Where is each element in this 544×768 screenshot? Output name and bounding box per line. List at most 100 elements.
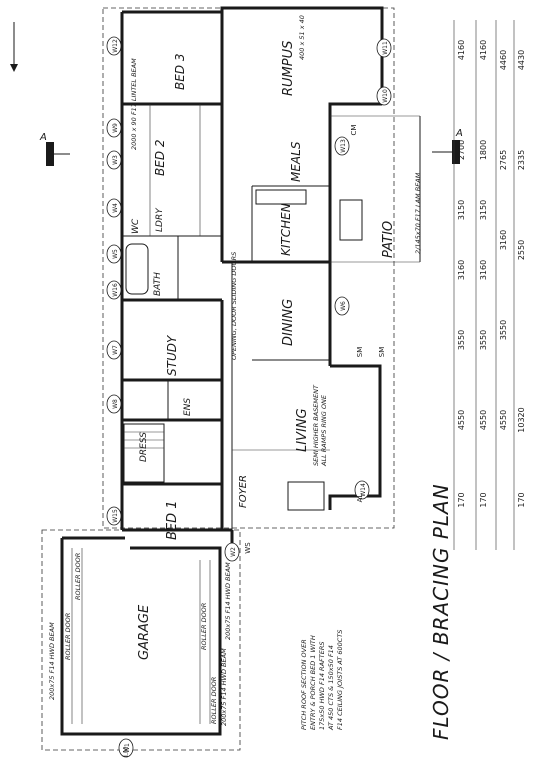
window-tag-label: W9 xyxy=(112,123,119,133)
room-study: STUDY xyxy=(165,334,179,376)
small-mark: CM xyxy=(350,125,358,136)
dimension-label: 10320 xyxy=(517,407,526,432)
window-tag: W7 xyxy=(106,340,122,360)
dimension-label: 4460 xyxy=(499,50,508,70)
window-tag: W8 xyxy=(106,394,122,414)
page-title: FLOOR / BRACING PLAN xyxy=(429,483,453,740)
window-tag-label: W14 xyxy=(360,483,367,497)
room-bed1: BED 1 xyxy=(165,500,180,540)
room-bed3: BED 3 xyxy=(173,53,187,90)
external-walls xyxy=(120,6,384,548)
note-pitch-3: 175x50 HWD F14 RAFTERS xyxy=(318,642,326,730)
kitchen-sink-icon xyxy=(339,199,363,241)
window-tag-label: W4 xyxy=(112,203,119,213)
dimension-label: 3550 xyxy=(499,320,508,340)
window-tag: W6 xyxy=(334,296,350,316)
note-roller-door-2: ROLLER DOOR xyxy=(200,603,208,650)
note-living-2: ALL RAMPS RING ONE xyxy=(320,394,328,467)
section-label-right: A xyxy=(455,128,463,139)
dimension-label: 4550 xyxy=(499,410,508,430)
dimension-label: 3150 xyxy=(457,200,466,220)
window-tag-label: W10 xyxy=(382,89,389,103)
window-tag-label: W13 xyxy=(340,139,347,153)
dimension-labels: 4160270031503160355045501704160180031503… xyxy=(457,40,526,508)
dimension-label: 4160 xyxy=(479,40,488,60)
note-beam-3: 200x75 F14 HWD BEAM xyxy=(224,562,232,640)
small-mark: SM xyxy=(378,347,386,357)
room-foyer: FOYER xyxy=(238,475,249,508)
note-beam-1: 200x75 F14 HWD BEAM xyxy=(48,622,56,700)
window-tag-label: W6 xyxy=(340,301,347,311)
room-bed2: BED 2 xyxy=(153,139,167,176)
window-tag: W15 xyxy=(106,506,122,526)
window-tag-label: W7 xyxy=(112,345,119,355)
window-tag: W1 xyxy=(118,738,134,758)
window-tag: W5 xyxy=(106,244,122,264)
north-arrow-icon xyxy=(10,22,18,72)
small-mark: AL xyxy=(356,494,364,503)
window-tag-label: W3 xyxy=(112,155,119,165)
small-mark: SM xyxy=(356,347,364,357)
room-dress: DRESS xyxy=(139,432,149,462)
dimension-label: 170 xyxy=(517,492,526,507)
dimension-label: 4550 xyxy=(479,410,488,430)
room-dining: DINING xyxy=(281,299,296,346)
note-pitch-4: AT 450 CTS & 150x50 F14 xyxy=(327,645,335,731)
dimension-label: 4550 xyxy=(457,410,466,430)
window-tag: W9 xyxy=(106,118,122,138)
dimension-label: 3550 xyxy=(479,330,488,350)
window-tag-label: W8 xyxy=(112,399,119,409)
window-tag: W10 xyxy=(376,86,392,106)
dimension-label: 2550 xyxy=(517,240,526,260)
dimension-label: 3550 xyxy=(457,330,466,350)
interior-walls xyxy=(122,12,330,530)
window-tag-label: W5 xyxy=(112,249,119,259)
dimension-label: 2335 xyxy=(517,150,526,170)
window-tag: W4 xyxy=(106,198,122,218)
note-openings: OPENING, DOOR SLIDING DOORS xyxy=(230,252,238,360)
note-pitch-5: F14 CEILING JOISTS AT 600CTS xyxy=(336,630,344,730)
note-pitch-2: ENTRY & PORCH BED 1 WITH xyxy=(309,635,317,730)
window-tag-label: W1 xyxy=(124,743,131,753)
window-tag-label: W2 xyxy=(230,547,237,557)
room-living: LIVING xyxy=(295,408,310,452)
room-labels: GARAGE BED 1 DRESS ENS STUDY BATH WC LDR… xyxy=(131,41,396,660)
section-marker-left: A xyxy=(39,132,70,166)
note-beam-2: 200x75 F14 HWD BEAM xyxy=(220,648,228,726)
room-wc: WC xyxy=(131,218,141,234)
dimension-label: 2700 xyxy=(457,140,466,160)
section-marker-right: A xyxy=(432,128,463,164)
room-bath: BATH xyxy=(153,272,163,296)
dimension-label: 3160 xyxy=(457,260,466,280)
porch-box xyxy=(287,481,325,511)
dimension-label: 3150 xyxy=(479,200,488,220)
room-garage: GARAGE xyxy=(137,604,152,660)
dimension-label: 2765 xyxy=(499,150,508,170)
room-ens: ENS xyxy=(183,398,193,416)
window-tag-label: W15 xyxy=(112,509,119,523)
window-tag-label: W16 xyxy=(112,283,119,297)
dimension-label: 4430 xyxy=(517,50,526,70)
note-bed2: 2000 x 90 F17 LINTEL BEAM xyxy=(130,58,138,150)
dimension-label: 4160 xyxy=(457,40,466,60)
window-tag-label: W11 xyxy=(382,41,389,55)
dimension-label: 3160 xyxy=(499,230,508,250)
garage-walls xyxy=(60,536,222,736)
window-tag: W12 xyxy=(106,36,122,56)
note-roller-door-3: ROLLER DOOR xyxy=(210,677,218,724)
small-mark: WS xyxy=(244,542,252,554)
construction-notes: 200x75 F14 HWD BEAM ROLLER DOOR ROLLER D… xyxy=(48,15,422,731)
note-rumpus: 400 x 51 x 40 xyxy=(298,15,306,60)
window-tag: W14 xyxy=(354,480,370,500)
window-tag-label: W12 xyxy=(112,39,119,53)
window-tag: W11 xyxy=(376,38,392,58)
dimension-label: 170 xyxy=(457,492,466,507)
room-kitchen: KITCHEN xyxy=(279,203,293,256)
section-label-left: A xyxy=(39,132,47,143)
room-patio: PATIO xyxy=(381,221,396,258)
room-meals: MEALS xyxy=(289,141,303,182)
dimension-label: 3160 xyxy=(479,260,488,280)
